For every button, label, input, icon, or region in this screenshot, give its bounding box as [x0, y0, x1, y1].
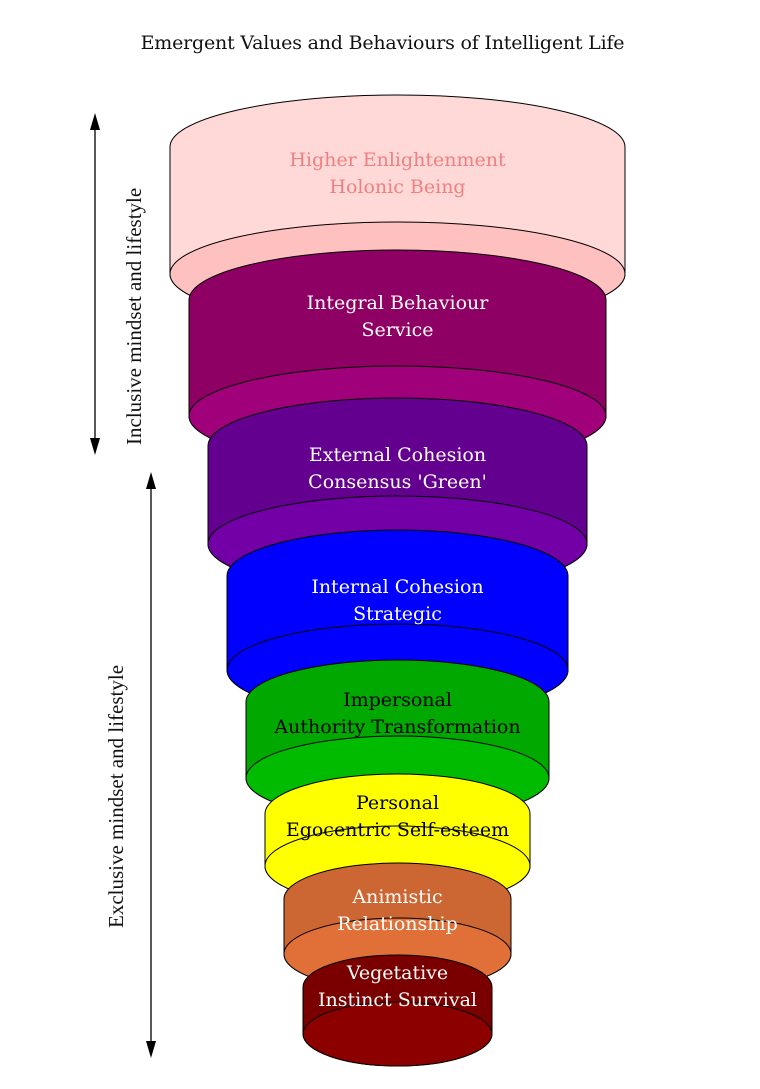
level-title: External Cohesion: [309, 444, 486, 466]
level-subtitle: Egocentric Self-esteem: [286, 819, 509, 841]
level-subtitle: Authority Transformation: [273, 716, 520, 738]
level-title: Animistic: [351, 886, 442, 908]
exclusive-arrow: [146, 472, 156, 1058]
inclusive-arrow: [90, 113, 100, 455]
level-title: Internal Cohesion: [311, 576, 483, 598]
arrow-up-icon: [90, 113, 100, 130]
inclusive-label: Inclusive mindset and lifestyle: [122, 187, 146, 445]
level-title: Impersonal: [343, 689, 452, 711]
level-subtitle: Instinct Survival: [318, 989, 477, 1011]
arrow-down-icon: [146, 1041, 156, 1058]
cylinder-base-face: [302, 1001, 493, 1067]
level-title: Vegetative: [346, 962, 448, 984]
level-subtitle: Consensus 'Green': [308, 471, 487, 493]
level-subtitle: Holonic Being: [329, 176, 465, 198]
level-subtitle: Relationship: [337, 913, 458, 935]
diagram-title: Emergent Values and Behaviours of Intell…: [140, 32, 625, 54]
level-subtitle: Service: [361, 319, 433, 341]
arrow-up-icon: [146, 472, 156, 489]
level-title: Higher Enlightenment: [289, 149, 506, 171]
level-title: Personal: [356, 792, 439, 814]
level-title: Integral Behaviour: [307, 292, 490, 314]
level-subtitle: Strategic: [353, 603, 442, 625]
arrow-down-icon: [90, 438, 100, 455]
exclusive-label: Exclusive mindset and lifestyle: [104, 664, 128, 928]
